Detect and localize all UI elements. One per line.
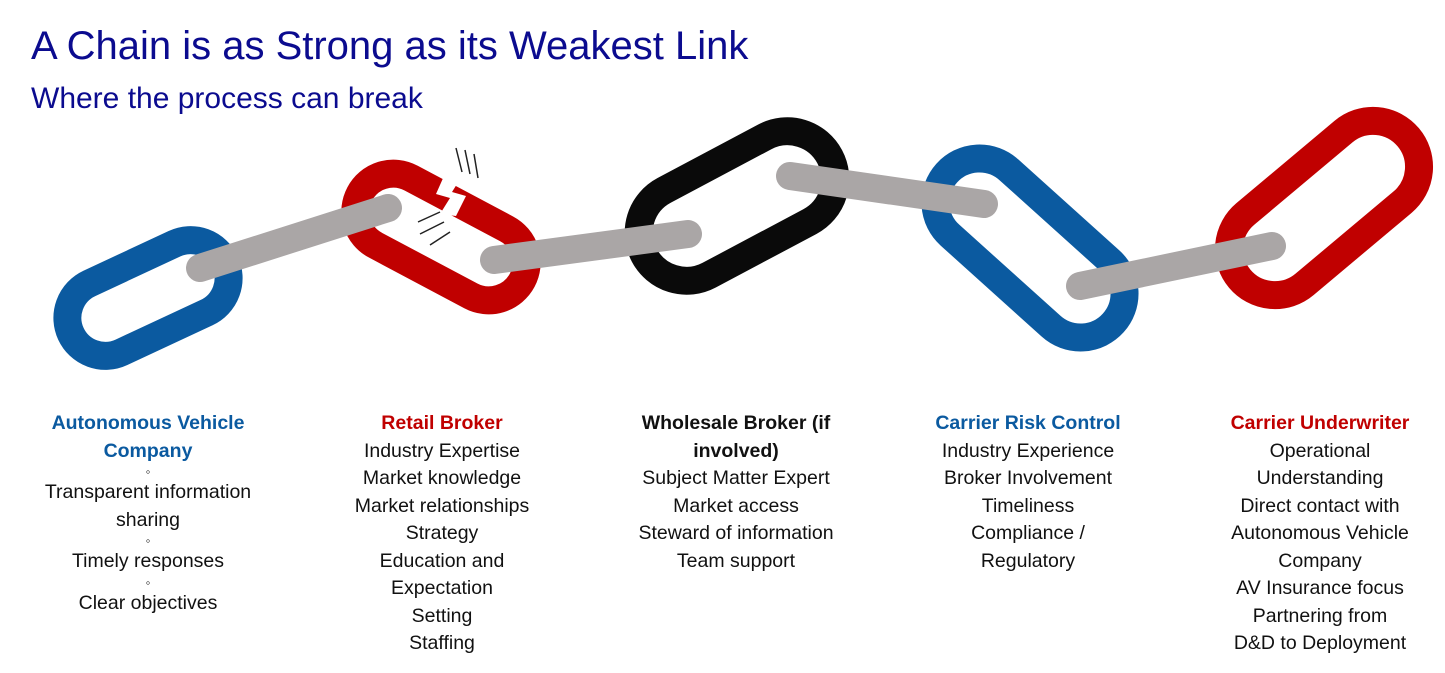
- column-item: Education and Expectation Setting: [379, 549, 505, 627]
- diagram-title: A Chain is as Strong as its Weakest Link: [31, 24, 749, 68]
- column-heading: Retail Broker: [381, 412, 503, 434]
- column-item: Timeliness: [981, 494, 1075, 517]
- column-item: Team support: [676, 549, 796, 572]
- break-lines-icon: [417, 147, 479, 246]
- connector-link-3-4: [776, 162, 998, 218]
- column-item: AV Insurance focus: [1236, 577, 1404, 599]
- column-heading: Carrier Risk Control: [935, 412, 1121, 434]
- column-item: Operational Understanding: [1256, 439, 1384, 490]
- column-item: Compliance / Regulatory: [971, 522, 1085, 572]
- column-item: Subject Matter Expert: [642, 467, 830, 489]
- chain-link-wholesale-broker: [624, 117, 850, 295]
- column-item: Market access: [673, 494, 799, 517]
- column-heading: Autonomous Vehicle Company: [51, 412, 245, 462]
- column-item: Timely responses: [71, 550, 225, 572]
- column-item: Direct contact with Autonomous Vehicle C…: [1231, 494, 1409, 572]
- column-item: Industry Experience: [941, 439, 1115, 462]
- column-item: Staffing: [409, 632, 475, 654]
- chain-illustration: [53, 106, 1434, 370]
- column-retail-broker: Retail Broker Industry Expertise Market …: [322, 410, 562, 658]
- chain-link-carrier-risk-control: [921, 144, 1139, 352]
- column-item: Market relationships: [354, 494, 530, 517]
- column-item: Market knowledge: [362, 467, 522, 489]
- column-item: Partnering from D&D to Deployment: [1233, 604, 1407, 655]
- connector-link-4-5: [1066, 232, 1286, 300]
- chain-link-carrier-underwriter: [1214, 106, 1434, 310]
- connector-link-2-3: [480, 220, 702, 274]
- chain-link-autonomous-vehicle-company: [53, 226, 243, 370]
- connector-link-1-2: [186, 194, 402, 282]
- bullet-icon: ◦: [145, 574, 151, 590]
- column-item: Strategy: [405, 522, 479, 544]
- column-heading: Carrier Underwriter: [1230, 412, 1410, 434]
- diagram-subtitle: Where the process can break: [31, 82, 423, 115]
- column-item: Transparent information sharing: [44, 481, 252, 531]
- bullet-icon: ◦: [145, 464, 151, 479]
- bullet-icon: ◦: [145, 533, 151, 548]
- column-autonomous-vehicle-company: Autonomous Vehicle Company ◦ Transparent…: [28, 410, 268, 617]
- column-carrier-risk-control: Carrier Risk Control Industry Experience…: [908, 410, 1148, 575]
- column-wholesale-broker: Wholesale Broker (if involved) Subject M…: [616, 410, 856, 575]
- column-heading: Wholesale Broker (if involved): [641, 412, 831, 462]
- column-item: Industry Expertise: [363, 439, 521, 462]
- column-item: Broker Involvement: [944, 467, 1112, 489]
- column-item: Clear objectives: [78, 591, 218, 614]
- column-carrier-underwriter: Carrier Underwriter Operational Understa…: [1200, 410, 1440, 658]
- break-crack-icon: [436, 176, 466, 216]
- column-item: Steward of information: [638, 522, 834, 544]
